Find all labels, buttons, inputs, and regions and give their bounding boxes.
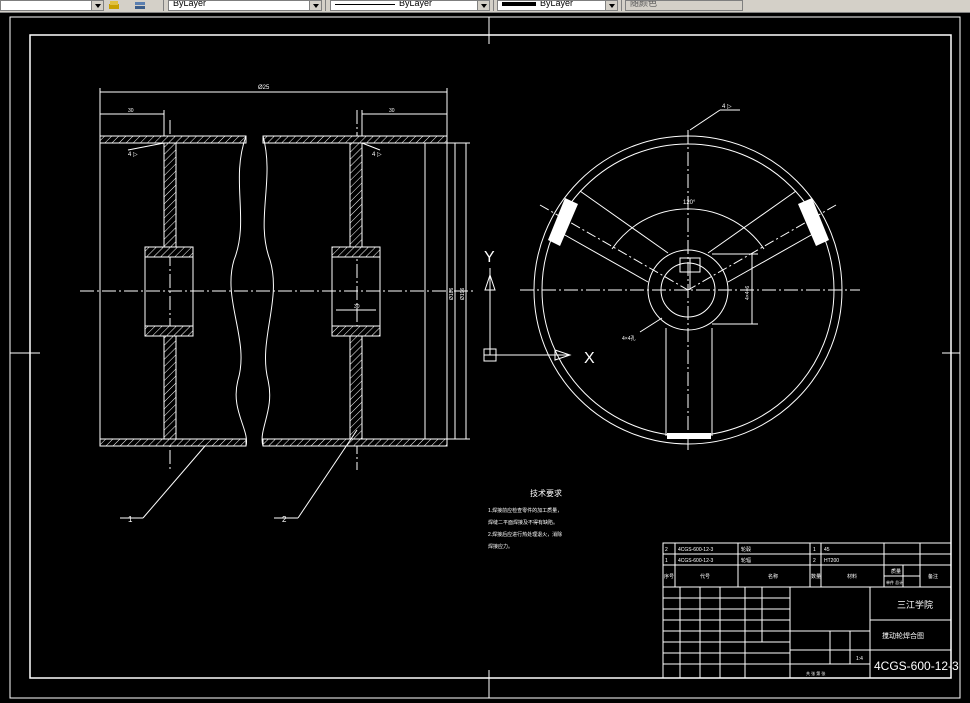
- title-school: 三江学院: [897, 599, 933, 610]
- weld-band-right: [798, 198, 829, 246]
- tech-req-title: 技术要求: [530, 488, 562, 498]
- header-no: 序号: [664, 573, 674, 580]
- header-code: 代号: [700, 573, 710, 580]
- dim-height-1: Ø196: [460, 288, 466, 300]
- header-mass: 质量: [891, 568, 901, 575]
- chevron-down-icon[interactable]: [605, 1, 617, 10]
- plotstyle-control-combo[interactable]: 随颜色: [625, 0, 743, 11]
- weld-symbol-right: 4 ▷: [372, 152, 382, 158]
- lineweight-control-value: ByLayer: [540, 0, 574, 8]
- chevron-down-icon[interactable]: [309, 1, 321, 10]
- ucs-x-label: X: [584, 350, 595, 367]
- header-name: 名称: [768, 573, 778, 580]
- balloon-2: 2: [282, 515, 287, 524]
- title-drawing-name: 搅动轮焊合图: [882, 631, 924, 640]
- chevron-down-icon[interactable]: [477, 1, 489, 10]
- color-control-value: ByLayer: [173, 0, 207, 8]
- tech-req-line-4: 焊接应力。: [488, 543, 513, 550]
- tech-req-line-3: 2.焊接后应进行热处理退火，消除: [488, 531, 562, 538]
- title-sheet: 共 张 第 张: [806, 670, 825, 676]
- tech-req-line-2: 焊缝二平面焊接及不得有缺陷。: [488, 519, 558, 526]
- layer-stack-icon[interactable]: [134, 0, 147, 10]
- part-row-1-qty: 2: [813, 558, 816, 564]
- tech-requirements: 技术要求 1.焊接前应检查零件的加工质量， 焊缝二平面焊接及不得有缺陷。 2.焊…: [488, 488, 562, 550]
- lineweight-control-combo[interactable]: ByLayer: [497, 0, 618, 11]
- part-row-2-no: 2: [665, 547, 668, 553]
- title-drawing-no: 4CGS-600-12-3: [874, 659, 959, 673]
- color-control-combo[interactable]: ByLayer: [168, 0, 322, 11]
- dim-height-2: Ø186: [449, 288, 455, 300]
- part-row-1-no: 1: [665, 558, 668, 564]
- prev-combo[interactable]: [0, 0, 104, 11]
- weld-symbol-top: 4 ▷: [722, 104, 732, 110]
- parts-list: 2 4CGS-600-12-3 轮毂 1 45 1 4CGS-600-12-3 …: [664, 546, 938, 585]
- part-row-1-material: HT200: [824, 558, 839, 564]
- tech-req-line-1: 1.焊接前应检查零件的加工质量，: [488, 507, 562, 514]
- part-row-2-material: 45: [824, 547, 830, 553]
- dim-overall: Ø25: [258, 85, 270, 91]
- title-scale: 1:4: [856, 656, 863, 662]
- dim-hub-width: 30: [354, 304, 360, 310]
- linetype-control-value: ByLayer: [399, 0, 433, 8]
- title-block: [662, 542, 952, 679]
- inner-border: [29, 34, 952, 679]
- part-row-2-code: 4CGS-600-12-3: [678, 547, 714, 553]
- header-weight: 单件 总计: [886, 579, 903, 585]
- balloon-1: 1: [128, 515, 133, 524]
- part-row-2-name: 轮毂: [741, 546, 751, 553]
- drawing-canvas[interactable]: Ø25 30 30 Ø196 Ø186 30 4 ▷ 4 ▷ 1 2 Y X: [0, 13, 970, 703]
- dim-right-offset: 30: [389, 108, 395, 114]
- ucs-icon: [483, 268, 572, 362]
- dim-bore-note: 4×4孔: [622, 335, 635, 342]
- part-row-1-name: 轮辐: [741, 557, 751, 564]
- weld-symbol-left: 4 ▷: [128, 152, 138, 158]
- ucs-y-label: Y: [484, 249, 495, 266]
- layer-icon[interactable]: [108, 0, 121, 10]
- properties-toolbar: ByLayer ByLayer ByLayer 随颜色: [0, 0, 970, 13]
- dim-hub-height: 4×4=6: [745, 286, 751, 300]
- plotstyle-control-value: 随颜色: [630, 0, 658, 8]
- part-row-1-code: 4CGS-600-12-3: [678, 558, 714, 564]
- part-row-2-qty: 1: [813, 547, 816, 553]
- weld-band-left: [548, 198, 578, 246]
- linetype-control-combo[interactable]: ByLayer: [330, 0, 490, 11]
- header-qty: 数量: [811, 573, 821, 580]
- side-view[interactable]: [520, 109, 860, 450]
- dim-left-offset: 30: [128, 108, 134, 114]
- front-section-view[interactable]: [80, 88, 476, 519]
- weld-band-bottom: [667, 433, 711, 439]
- header-material: 材料: [847, 573, 857, 580]
- header-remark: 备注: [928, 573, 938, 580]
- chevron-down-icon[interactable]: [91, 1, 103, 10]
- dim-angle: 120°: [683, 200, 696, 206]
- outer-border: [9, 16, 961, 699]
